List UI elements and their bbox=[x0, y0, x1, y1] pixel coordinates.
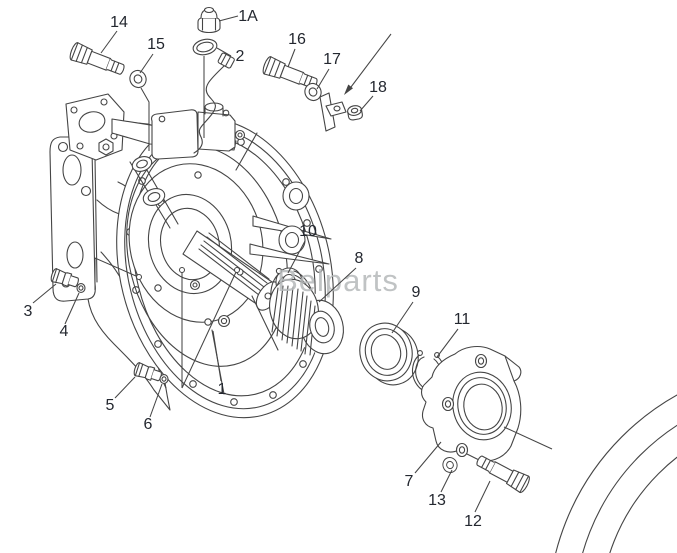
part-label-17: 17 bbox=[323, 51, 341, 68]
splined-drive-shaft bbox=[182, 230, 281, 311]
part-nut-18 bbox=[347, 105, 363, 121]
part-washer-13 bbox=[440, 454, 460, 476]
part-label-16: 16 bbox=[288, 31, 306, 48]
part-label-11: 11 bbox=[454, 311, 471, 328]
hex-fitting bbox=[98, 138, 114, 156]
part-washer-15 bbox=[126, 67, 150, 91]
part-oring-4 bbox=[76, 283, 86, 293]
part-label-2: 2 bbox=[236, 48, 245, 65]
flywheel-housing-arcs bbox=[555, 394, 677, 553]
part-label-7: 7 bbox=[405, 473, 414, 490]
part-label-6: 6 bbox=[144, 416, 153, 433]
part-seal-9 bbox=[359, 322, 419, 386]
part-bolt-12 bbox=[473, 451, 532, 495]
part-bolt-14 bbox=[67, 41, 128, 80]
part-label-14: 14 bbox=[110, 14, 128, 31]
part-label-3: 3 bbox=[24, 303, 33, 320]
part-oring-6 bbox=[159, 374, 169, 384]
port-flange bbox=[49, 136, 98, 302]
part-label-10: 10 bbox=[299, 223, 317, 240]
leader-lines bbox=[32, 15, 553, 513]
part-label-4: 4 bbox=[60, 323, 69, 340]
part-label-12: 12 bbox=[464, 513, 482, 530]
part-bearing-cover-7 bbox=[420, 345, 522, 462]
part-bracket-plate bbox=[319, 92, 347, 132]
part-label-5: 5 bbox=[106, 397, 115, 414]
part-bearing-8 bbox=[269, 278, 344, 356]
part-label-15: 15 bbox=[147, 36, 165, 53]
leader-arrowhead bbox=[344, 84, 353, 95]
part-label-1: 1 bbox=[218, 381, 227, 398]
watermark: Belparts bbox=[277, 263, 399, 298]
part-oring-2 bbox=[192, 38, 218, 56]
part-label-9: 9 bbox=[412, 284, 421, 301]
part-labels: 14 15 1A 2 16 17 18 10 8 9 11 3 4 1 5 6 … bbox=[24, 8, 482, 530]
valve-block bbox=[98, 102, 246, 206]
part-label-8: 8 bbox=[355, 250, 364, 267]
part-plug-1a bbox=[197, 6, 221, 34]
part-label-13: 13 bbox=[428, 492, 446, 509]
part-label-18: 18 bbox=[369, 79, 387, 96]
sensor-wire bbox=[193, 52, 235, 154]
part-label-1a: 1A bbox=[238, 8, 258, 25]
mounting-flange bbox=[116, 117, 334, 419]
